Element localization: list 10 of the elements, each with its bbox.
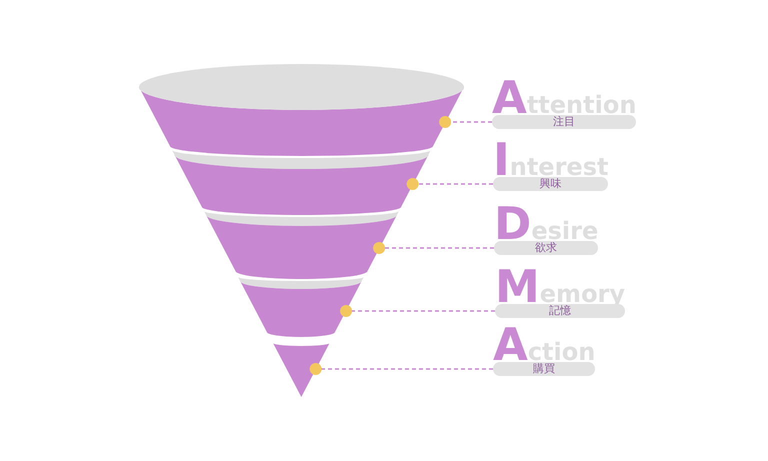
funnel-segment (238, 277, 364, 337)
leader-line (310, 363, 493, 375)
leader-line (340, 305, 495, 317)
funnel-segment (172, 150, 430, 215)
leader-line (439, 116, 492, 128)
funnel-tip (272, 343, 330, 397)
funnel-segment (138, 64, 464, 156)
leader-line (373, 242, 494, 254)
funnel-segment (204, 211, 398, 279)
leader-line (406, 178, 493, 190)
